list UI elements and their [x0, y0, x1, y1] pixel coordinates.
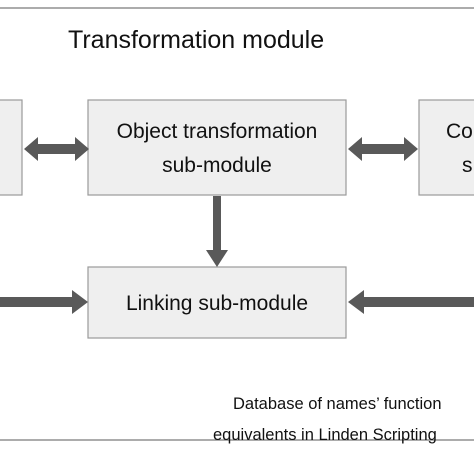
- double-arrow-left: [24, 137, 89, 161]
- object-transformation-node: Object transformation sub-module: [87, 99, 347, 196]
- arrow-left-to-linking: [0, 290, 88, 314]
- right-partial-label-line2: s: [462, 154, 473, 177]
- arrow-down-to-linking: [206, 196, 228, 267]
- right-partial-box: [418, 99, 474, 196]
- database-caption-line1: Database of names’ function: [233, 395, 442, 413]
- database-caption-line2: equivalents in Linden Scripting: [213, 426, 437, 444]
- right-partial-label-line1: Co: [446, 120, 473, 143]
- arrow-right-to-linking: [348, 290, 474, 314]
- linking-label: Linking sub-module: [126, 292, 308, 315]
- module-frame: [0, 7, 474, 441]
- module-title: Transformation module: [68, 26, 324, 54]
- object-transformation-label-line2: sub-module: [162, 154, 272, 177]
- linking-box: [87, 266, 347, 339]
- linking-node: Linking sub-module: [87, 266, 347, 339]
- object-transformation-label-line1: Object transformation: [117, 120, 318, 143]
- left-partial-box: [0, 99, 23, 196]
- right-partial-node: Co s: [418, 99, 474, 196]
- object-transformation-box: [87, 99, 347, 196]
- double-arrow-right: [348, 137, 418, 161]
